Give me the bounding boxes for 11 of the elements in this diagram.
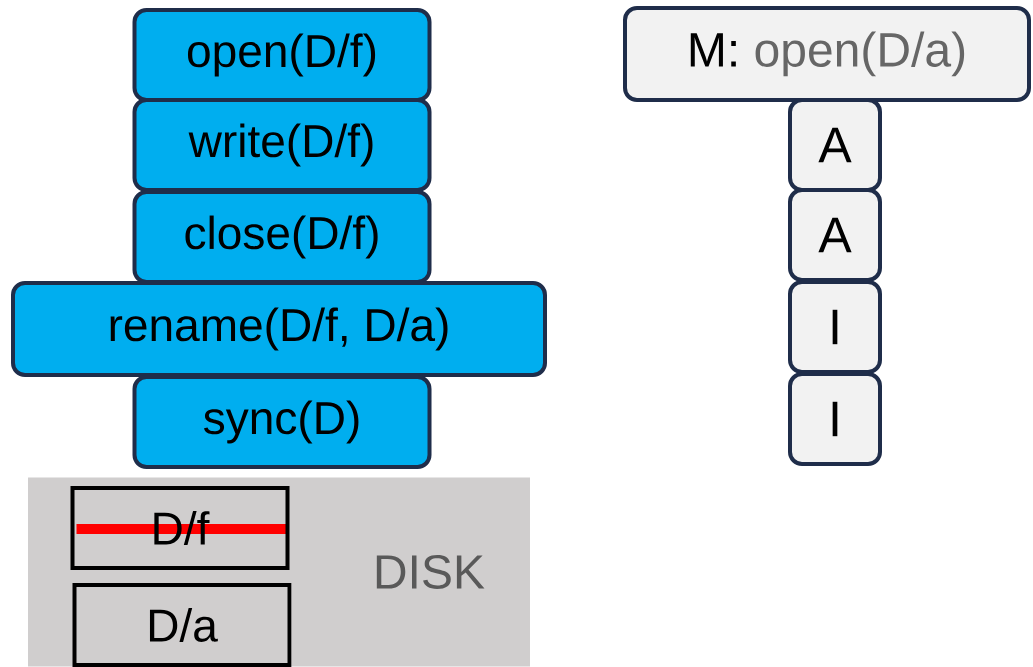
flag-box: A [788, 98, 882, 192]
syscall-box: rename(D/f, D/a) [11, 281, 547, 377]
flag-box: I [788, 372, 882, 466]
syscall-box: sync(D) [132, 375, 432, 469]
flag-box: I [788, 280, 882, 374]
syscall-box: close(D/f) [132, 190, 432, 284]
syscall-box: open(D/f) [132, 8, 432, 102]
mapping-box: M: open(D/a) [623, 6, 1031, 102]
file-box: D/a [72, 583, 292, 667]
flag-box: A [788, 188, 882, 282]
syscall-box: write(D/f) [132, 98, 432, 192]
